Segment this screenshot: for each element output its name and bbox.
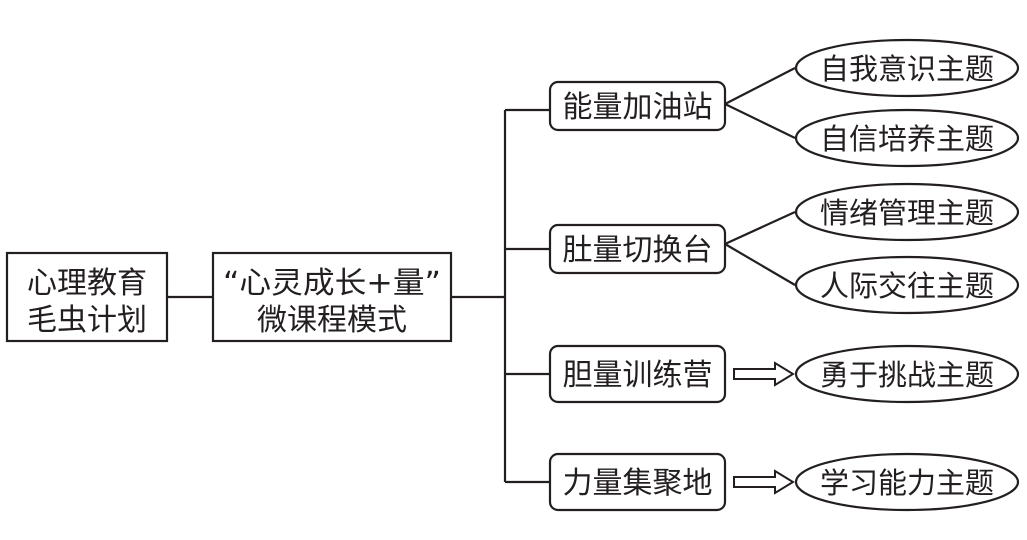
- module-node-3: 胆量训练营: [548, 344, 727, 404]
- topic-label: 人际交往主题: [820, 269, 994, 303]
- topic-label: 勇于挑战主题: [820, 358, 994, 392]
- topic-label: 自我意识主题: [820, 52, 994, 86]
- mode-node: “心灵成长+量” 微课程模式: [211, 251, 453, 343]
- module-node-1: 能量加油站: [548, 80, 727, 132]
- module-label: 能量加油站: [563, 90, 713, 125]
- connector-topic-2-1: [724, 210, 796, 246]
- topic-label: 自信培养主题: [820, 122, 994, 156]
- connectors: [167, 67, 796, 484]
- topic-node-4-1: 学习能力主题: [794, 452, 1020, 512]
- root-line-2: 毛虫计划: [27, 303, 147, 338]
- module-label: 力量集聚地: [563, 466, 713, 501]
- root-node: 心理教育 毛虫计划: [5, 251, 169, 343]
- hollow-arrow-icon: [733, 361, 795, 387]
- module-label: 胆量训练营: [563, 358, 713, 393]
- topic-label: 学习能力主题: [820, 466, 994, 500]
- module-node-2: 肚量切换台: [548, 223, 727, 275]
- connector-topic-1-2: [724, 103, 796, 139]
- topic-node-2-2: 人际交往主题: [794, 255, 1020, 315]
- hollow-arrow-icon: [733, 469, 795, 495]
- module-label: 肚量切换台: [563, 233, 713, 268]
- topic-node-1-1: 自我意识主题: [794, 38, 1020, 98]
- mode-line-2: 微课程模式: [257, 303, 407, 338]
- topic-node-3-1: 勇于挑战主题: [794, 344, 1020, 404]
- mode-line-1: “心灵成长+量”: [223, 266, 441, 301]
- root-line-1: 心理教育: [27, 266, 147, 301]
- module-node-4: 力量集聚地: [548, 452, 727, 512]
- topic-node-1-2: 自信培养主题: [794, 108, 1020, 168]
- connector-topic-2-2: [724, 243, 796, 286]
- topic-node-2-1: 情绪管理主题: [794, 182, 1020, 242]
- connector-topic-1-1: [724, 67, 796, 105]
- topic-label: 情绪管理主题: [820, 196, 994, 230]
